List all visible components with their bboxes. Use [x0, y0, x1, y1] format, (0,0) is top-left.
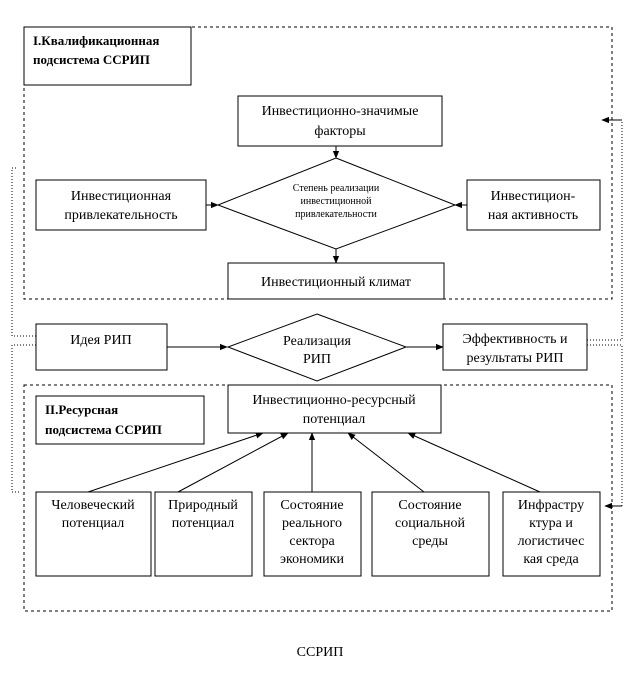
arrow-human-to-potential [87, 432, 264, 493]
svg-text:ктура и: ктура и [529, 516, 573, 531]
node-rip-realization: Реализация РИП [226, 313, 408, 382]
arrow-social-to-potential [347, 432, 425, 493]
node-natural-potential: Природный потенциал [154, 491, 253, 577]
svg-text:II.Ресурсная: II.Ресурсная [45, 402, 118, 417]
svg-text:Инвестиционный климат: Инвестиционный климат [261, 275, 411, 290]
svg-text:сектора: сектора [289, 534, 335, 549]
svg-text:социальной: социальной [395, 516, 465, 531]
node-resource-potential: Инвестиционно-ресурсный потенциал [227, 384, 442, 434]
svg-text:I.Квалификационная: I.Квалификационная [33, 33, 159, 48]
qualification-subsystem-label: I.Квалификационная подсистема ССРИП [23, 26, 192, 86]
svg-text:Инвестиционно-значимые: Инвестиционно-значимые [262, 104, 419, 119]
svg-text:Идея РИП: Идея РИП [70, 333, 131, 348]
node-investment-factors: Инвестиционно-значимые факторы [237, 95, 443, 147]
arrow-infra-to-potential [407, 432, 541, 493]
node-degree-of-realization: Степень реализации инвестиционной привле… [216, 157, 457, 250]
svg-text:Природный: Природный [168, 498, 238, 513]
svg-text:привлекательность: привлекательность [64, 208, 177, 223]
node-real-sector: Состояние реального сектора экономики [263, 491, 362, 577]
svg-text:факторы: факторы [314, 124, 366, 139]
diagram-caption: ССРИП [297, 645, 344, 660]
svg-text:Инвестиционная: Инвестиционная [71, 189, 172, 204]
svg-text:ная активность: ная активность [488, 208, 578, 223]
svg-text:Инфрастру: Инфрастру [518, 498, 584, 513]
right-lower-feedback-loop [587, 344, 623, 506]
node-rip-idea: Идея РИП [35, 323, 168, 371]
node-infrastructure: Инфрастру ктура и логистичес кая среда [502, 491, 601, 577]
resource-subsystem-label: II.Ресурсная подсистема ССРИП [35, 395, 205, 445]
svg-text:потенциал: потенциал [172, 516, 234, 531]
svg-text:Эффективность и: Эффективность и [463, 332, 568, 347]
node-investment-climate: Инвестиционный климат [227, 262, 445, 300]
svg-text:потенциал: потенциал [303, 412, 365, 427]
svg-text:среды: среды [412, 534, 448, 549]
arrow-natural-to-potential [177, 432, 289, 493]
svg-text:подсистема ССРИП: подсистема ССРИП [45, 422, 162, 437]
svg-text:логистичес: логистичес [518, 534, 585, 549]
svg-text:Степень реализации: Степень реализации [293, 183, 380, 194]
svg-text:потенциал: потенциал [62, 516, 124, 531]
svg-text:РИП: РИП [303, 352, 331, 367]
svg-text:Реализация: Реализация [283, 334, 352, 349]
svg-text:инвестиционной: инвестиционной [301, 196, 373, 207]
node-investment-activity: Инвестицион- ная активность [466, 179, 601, 231]
svg-text:подсистема ССРИП: подсистема ССРИП [33, 52, 150, 67]
svg-text:Человеческий: Человеческий [51, 498, 135, 513]
svg-text:Инвестицион-: Инвестицион- [491, 189, 576, 204]
svg-text:Состояние: Состояние [280, 498, 343, 513]
svg-text:Состояние: Состояние [398, 498, 461, 513]
left-feedback-loop [11, 167, 36, 337]
node-human-potential: Человеческий потенциал [35, 491, 152, 577]
svg-text:экономики: экономики [280, 552, 344, 567]
svg-text:привлекательности: привлекательности [295, 209, 377, 220]
node-investment-attractiveness: Инвестиционная привлекательность [35, 179, 207, 231]
svg-text:результаты РИП: результаты РИП [466, 351, 563, 366]
left-lower-feedback-loop [11, 344, 36, 493]
svg-text:кая среда: кая среда [523, 552, 579, 567]
svg-text:реального: реального [282, 516, 342, 531]
node-social-environment: Состояние социальной среды [371, 491, 490, 577]
node-rip-efficiency: Эффективность и результаты РИП [442, 323, 588, 371]
svg-text:Инвестиционно-ресурсный: Инвестиционно-ресурсный [252, 393, 416, 408]
